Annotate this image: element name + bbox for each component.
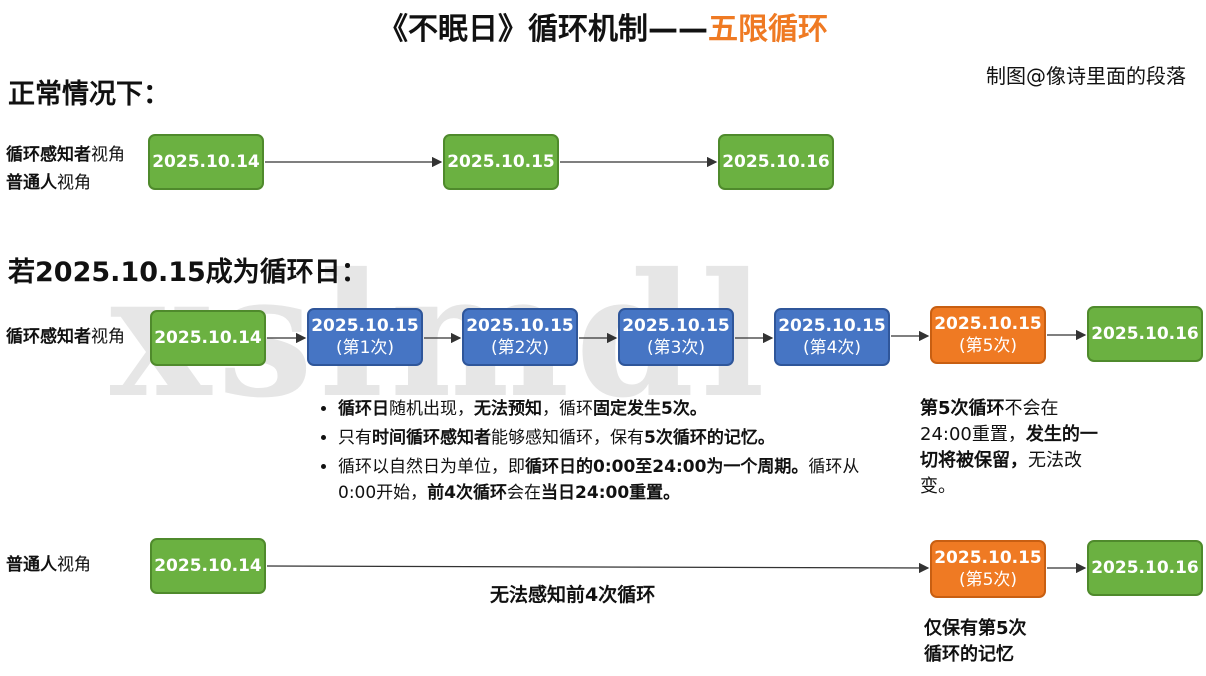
loop-box-5: 2025.10.15(第5次) [930,306,1046,364]
label-rest: 视角 [57,555,91,575]
rule-text: 循环从0:00开始， [338,457,860,503]
date-text: 2025.10.15 [934,548,1042,568]
loop-count: (第5次) [958,570,1018,590]
loop-count: (第1次) [335,338,395,358]
date-box-end: 2025.10.16 [1087,540,1203,596]
note-line: 循环的记忆 [924,644,1014,665]
date-text: 2025.10.16 [722,152,830,172]
note-text: 不会在24:00重置， [920,398,1059,445]
note-line: 仅保有第5次 [924,618,1027,639]
loop-count: (第3次) [646,338,706,358]
date-text: 2025.10.16 [1091,558,1199,578]
label-rest: 视角 [91,327,125,347]
memory-note: 仅保有第5次 循环的记忆 [924,616,1084,668]
row-label-loop-aware: 循环感知者视角 [6,140,125,170]
note-text: 无法改变。 [920,450,1082,497]
date-text: 2025.10.15 [447,152,555,172]
section-loop-heading: 若2025.10.15成为循环日： [8,257,368,288]
label-bold: 循环感知者 [6,145,91,165]
rule-text: 5次循环的记忆。 [644,428,775,448]
date-text: 2025.10.14 [154,328,262,348]
date-box-middle: 2025.10.15 [443,134,559,190]
label-bold: 普通人 [6,173,57,193]
date-text: 2025.10.14 [152,152,260,172]
rule-item: 循环以自然日为单位，即循环日的0:00至24:00为一个周期。循环从0:00开始… [338,454,890,506]
rules-list: 循环日随机出现，无法预知，循环固定发生5次。 只有时间循环感知者能够感知循环，保… [310,396,890,509]
arrow [266,562,930,574]
date-text: 2025.10.15 [778,316,886,336]
loop-box-1: 2025.10.15(第1次) [307,308,423,366]
rule-item: 只有时间循环感知者能够感知循环，保有5次循环的记忆。 [338,425,890,451]
section-normal-heading: 正常情况下： [8,79,170,110]
date-text: 2025.10.15 [622,316,730,336]
date-box-end: 2025.10.16 [1087,306,1203,362]
rule-text: 当日24:00重置。 [541,483,681,503]
rule-text: 随机出现， [389,399,474,419]
label-bold: 普通人 [6,555,57,575]
loop-box-2: 2025.10.15(第2次) [462,308,578,366]
rule-text: 循环日 [338,399,389,419]
author-credit: 制图@像诗里面的段落 [986,64,1186,88]
label-rest: 视角 [57,173,91,193]
date-box-end: 2025.10.16 [718,134,834,190]
date-box-start: 2025.10.14 [150,310,266,366]
missed-loops-label: 无法感知前4次循环 [490,584,656,606]
label-bold: 循环感知者 [6,327,91,347]
loop-box-3: 2025.10.15(第3次) [618,308,734,366]
diagram-title: 《不眠日》循环机制——五限循环 [0,4,1206,48]
title-main: 《不眠日》循环机制—— [378,12,708,47]
loop-count: (第5次) [958,336,1018,356]
date-text: 2025.10.15 [466,316,574,336]
rule-text: 能够感知循环，保有 [491,428,644,448]
rule-text: 前4次循环 [427,483,508,503]
note-text: 第5次循环 [920,398,1005,419]
rule-item: 循环日随机出现，无法预知，循环固定发生5次。 [338,396,890,422]
date-text: 2025.10.15 [934,314,1042,334]
rule-text: 时间循环感知者 [372,428,491,448]
loop-count: (第2次) [490,338,550,358]
date-text: 2025.10.15 [311,316,419,336]
rule-text: 无法预知 [474,399,542,419]
label-rest: 视角 [91,145,125,165]
date-text: 2025.10.16 [1091,324,1199,344]
rule-text: ，循环 [542,399,593,419]
title-highlight: 五限循环 [708,12,828,47]
loop-box-4: 2025.10.15(第4次) [774,308,890,366]
rule-text: 会在 [507,483,542,503]
rule-text: 循环以自然日为单位，即 [338,457,525,477]
row-label-ordinary: 普通人视角 [6,550,91,580]
date-text: 2025.10.14 [154,556,262,576]
row-label-loop-aware: 循环感知者视角 [6,322,125,352]
rule-text: 固定发生5次。 [593,399,707,419]
rule-text: 循环日的0:00至24:00为一个周期。 [525,457,809,477]
fifth-loop-note: 第5次循环不会在24:00重置，发生的一切将被保留，无法改变。 [920,396,1110,500]
note-text: 发生的一切将被保留， [920,424,1098,471]
row-label-ordinary: 普通人视角 [6,168,91,198]
rule-text: 只有 [338,428,372,448]
loop-box-5: 2025.10.15(第5次) [930,540,1046,598]
date-box-start: 2025.10.14 [148,134,264,190]
loop-count: (第4次) [802,338,862,358]
date-box-start: 2025.10.14 [150,538,266,594]
